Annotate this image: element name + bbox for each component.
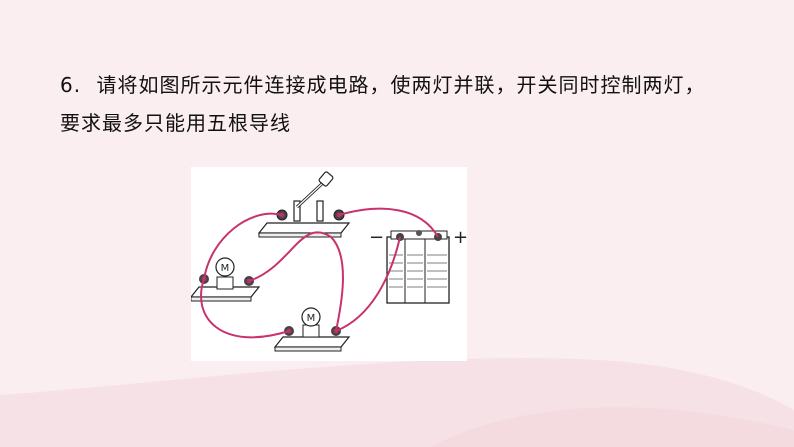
knife-switch: [257, 171, 351, 238]
battery-negative-label: −: [369, 227, 385, 248]
lamp-1: M: [191, 257, 261, 302]
lamp-2-symbol: M: [307, 313, 316, 324]
lamp-1-symbol: M: [221, 263, 230, 274]
lamp-2: M: [273, 307, 351, 352]
circuit-figure: M M − +: [191, 167, 469, 361]
battery-positive-label: +: [453, 227, 469, 248]
question-text: 6. 请将如图所示元件连接成电路，使两灯并联，开关同时控制两灯， 要求最多只能用…: [60, 66, 760, 142]
question-line-1-text: 请将如图所示元件连接成电路，使两灯并联，开关同时控制两灯，: [96, 73, 706, 97]
question-line-1: 6. 请将如图所示元件连接成电路，使两灯并联，开关同时控制两灯，: [60, 66, 760, 104]
question-number: 6.: [60, 73, 82, 97]
wire-lamp1-lamp2: [200, 278, 290, 339]
wire-lamp2-battery-negative: [335, 236, 401, 332]
wire-switch-battery-positive: [338, 207, 439, 238]
wire-lamp1-lamp2-right: [248, 231, 344, 332]
battery-pack: [386, 230, 450, 304]
wire-switch-lamp1: [203, 212, 283, 280]
circuit-diagram: M M: [191, 171, 450, 352]
wires: [200, 207, 439, 339]
question-line-2: 要求最多只能用五根导线: [60, 111, 291, 135]
